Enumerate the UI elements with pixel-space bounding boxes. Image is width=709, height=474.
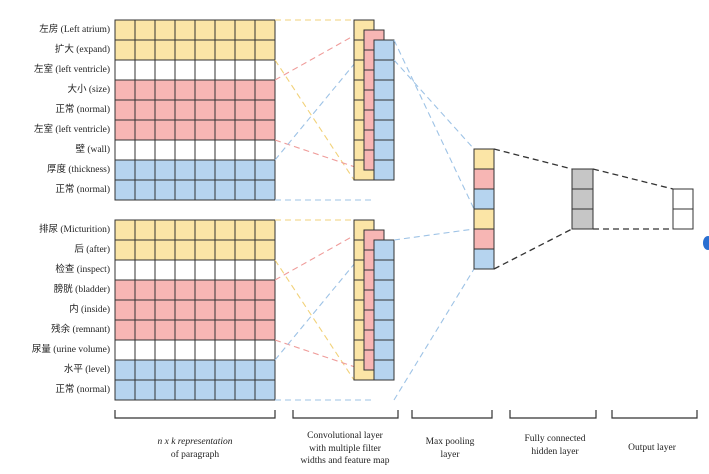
connector-to-pool <box>393 39 475 210</box>
feature-map-cell <box>373 39 395 61</box>
caption-fc-line-2: hidden layer <box>531 446 579 457</box>
grid-cell <box>254 179 276 201</box>
feature-map-cell <box>373 299 395 321</box>
caption-pool-line-2: layer <box>440 449 460 460</box>
output-cell <box>672 208 694 230</box>
layer-bracket <box>292 410 399 419</box>
pooling-cell <box>473 248 495 270</box>
connector-to-pool <box>393 59 475 150</box>
feature-map-cell <box>373 239 395 261</box>
row-label: 壁 (wall) <box>75 145 110 155</box>
connector-blue <box>274 239 375 361</box>
connector-red <box>274 229 365 281</box>
row-label: 正常 (normal) <box>55 185 110 195</box>
pooling-cell <box>473 188 495 210</box>
layer-bracket <box>611 410 698 419</box>
row-label: 扩大 (expand) <box>54 45 110 55</box>
connector-to-pool <box>393 228 475 241</box>
connector-blue <box>274 39 375 161</box>
grid-cell <box>254 379 276 401</box>
row-label: 残余 (remnant) <box>51 325 110 335</box>
row-label: 水平 (level) <box>63 365 110 375</box>
caption-fc-line-1: Fully connected <box>524 434 586 444</box>
feature-map-cell <box>373 139 395 161</box>
row-label: 大小 (size) <box>67 85 110 95</box>
layer-bracket <box>114 410 276 419</box>
hidden-cell <box>571 208 594 230</box>
connector-to-hidden <box>493 228 573 270</box>
feature-map-cell <box>373 159 395 181</box>
caption-pool-line-1: Max pooling <box>425 437 475 447</box>
row-label: 内 (inside) <box>69 305 110 315</box>
connector-to-hidden <box>493 148 573 170</box>
row-label: 正常 (normal) <box>55 105 110 115</box>
row-label: 检查 (inspect) <box>55 265 110 275</box>
feature-map-cell <box>373 359 395 381</box>
feature-map-cell <box>373 339 395 361</box>
row-label: 左房 (Left atrium) <box>39 25 110 35</box>
row-label: 膀胱 (bladder) <box>53 285 110 295</box>
feature-map-cell <box>373 319 395 341</box>
caption-conv: Convolutional layer with multiple filter… <box>290 430 400 468</box>
feature-map-cell <box>373 79 395 101</box>
layer-bracket <box>509 410 597 419</box>
caption-representation: n x k representation of paragraph <box>115 436 275 461</box>
connector-to-output <box>592 168 674 190</box>
edge-indicator-dot <box>703 236 709 250</box>
caption-conv-line-1: Convolutional layer <box>307 431 383 441</box>
row-label: 左室 (left ventricle) <box>34 125 110 135</box>
connector-red <box>274 29 365 81</box>
row-label: 厚度 (thickness) <box>46 165 110 175</box>
caption-output: Output layer <box>612 442 692 455</box>
row-label: 后 (after) <box>74 245 110 255</box>
pooling-cell <box>473 168 495 190</box>
row-label: 尿量 (urine volume) <box>31 345 110 355</box>
caption-pool: Max pooling layer <box>410 436 490 461</box>
connector-yellow <box>274 259 355 381</box>
pooling-cell <box>473 228 495 250</box>
feature-map-cell <box>373 99 395 121</box>
connector-yellow <box>274 59 355 181</box>
caption-fc: Fully connected hidden layer <box>505 433 605 458</box>
caption-output-line-1: Output layer <box>628 443 676 453</box>
caption-representation-line-1: n x k representation <box>157 437 233 447</box>
feature-map-cell <box>373 119 395 141</box>
row-label: 正常 (normal) <box>55 385 110 395</box>
caption-conv-line-3: widths and feature map <box>300 456 390 466</box>
row-label: 排尿 (Micturition) <box>39 225 110 235</box>
feature-map-cell <box>373 279 395 301</box>
row-label: 左室 (left ventricle) <box>34 65 110 75</box>
layer-bracket <box>411 410 493 419</box>
connector-to-pool <box>393 268 475 401</box>
hidden-cell <box>571 188 594 210</box>
hidden-cell <box>571 168 594 190</box>
feature-map-cell <box>373 59 395 81</box>
connector-red <box>274 139 365 171</box>
caption-conv-line-2: with multiple filter <box>309 443 381 454</box>
caption-representation-line-2: of paragraph <box>170 449 220 460</box>
pooling-cell <box>473 148 495 170</box>
pooling-cell <box>473 208 495 230</box>
connector-red <box>274 339 365 371</box>
output-cell <box>672 188 694 210</box>
feature-map-cell <box>373 259 395 281</box>
